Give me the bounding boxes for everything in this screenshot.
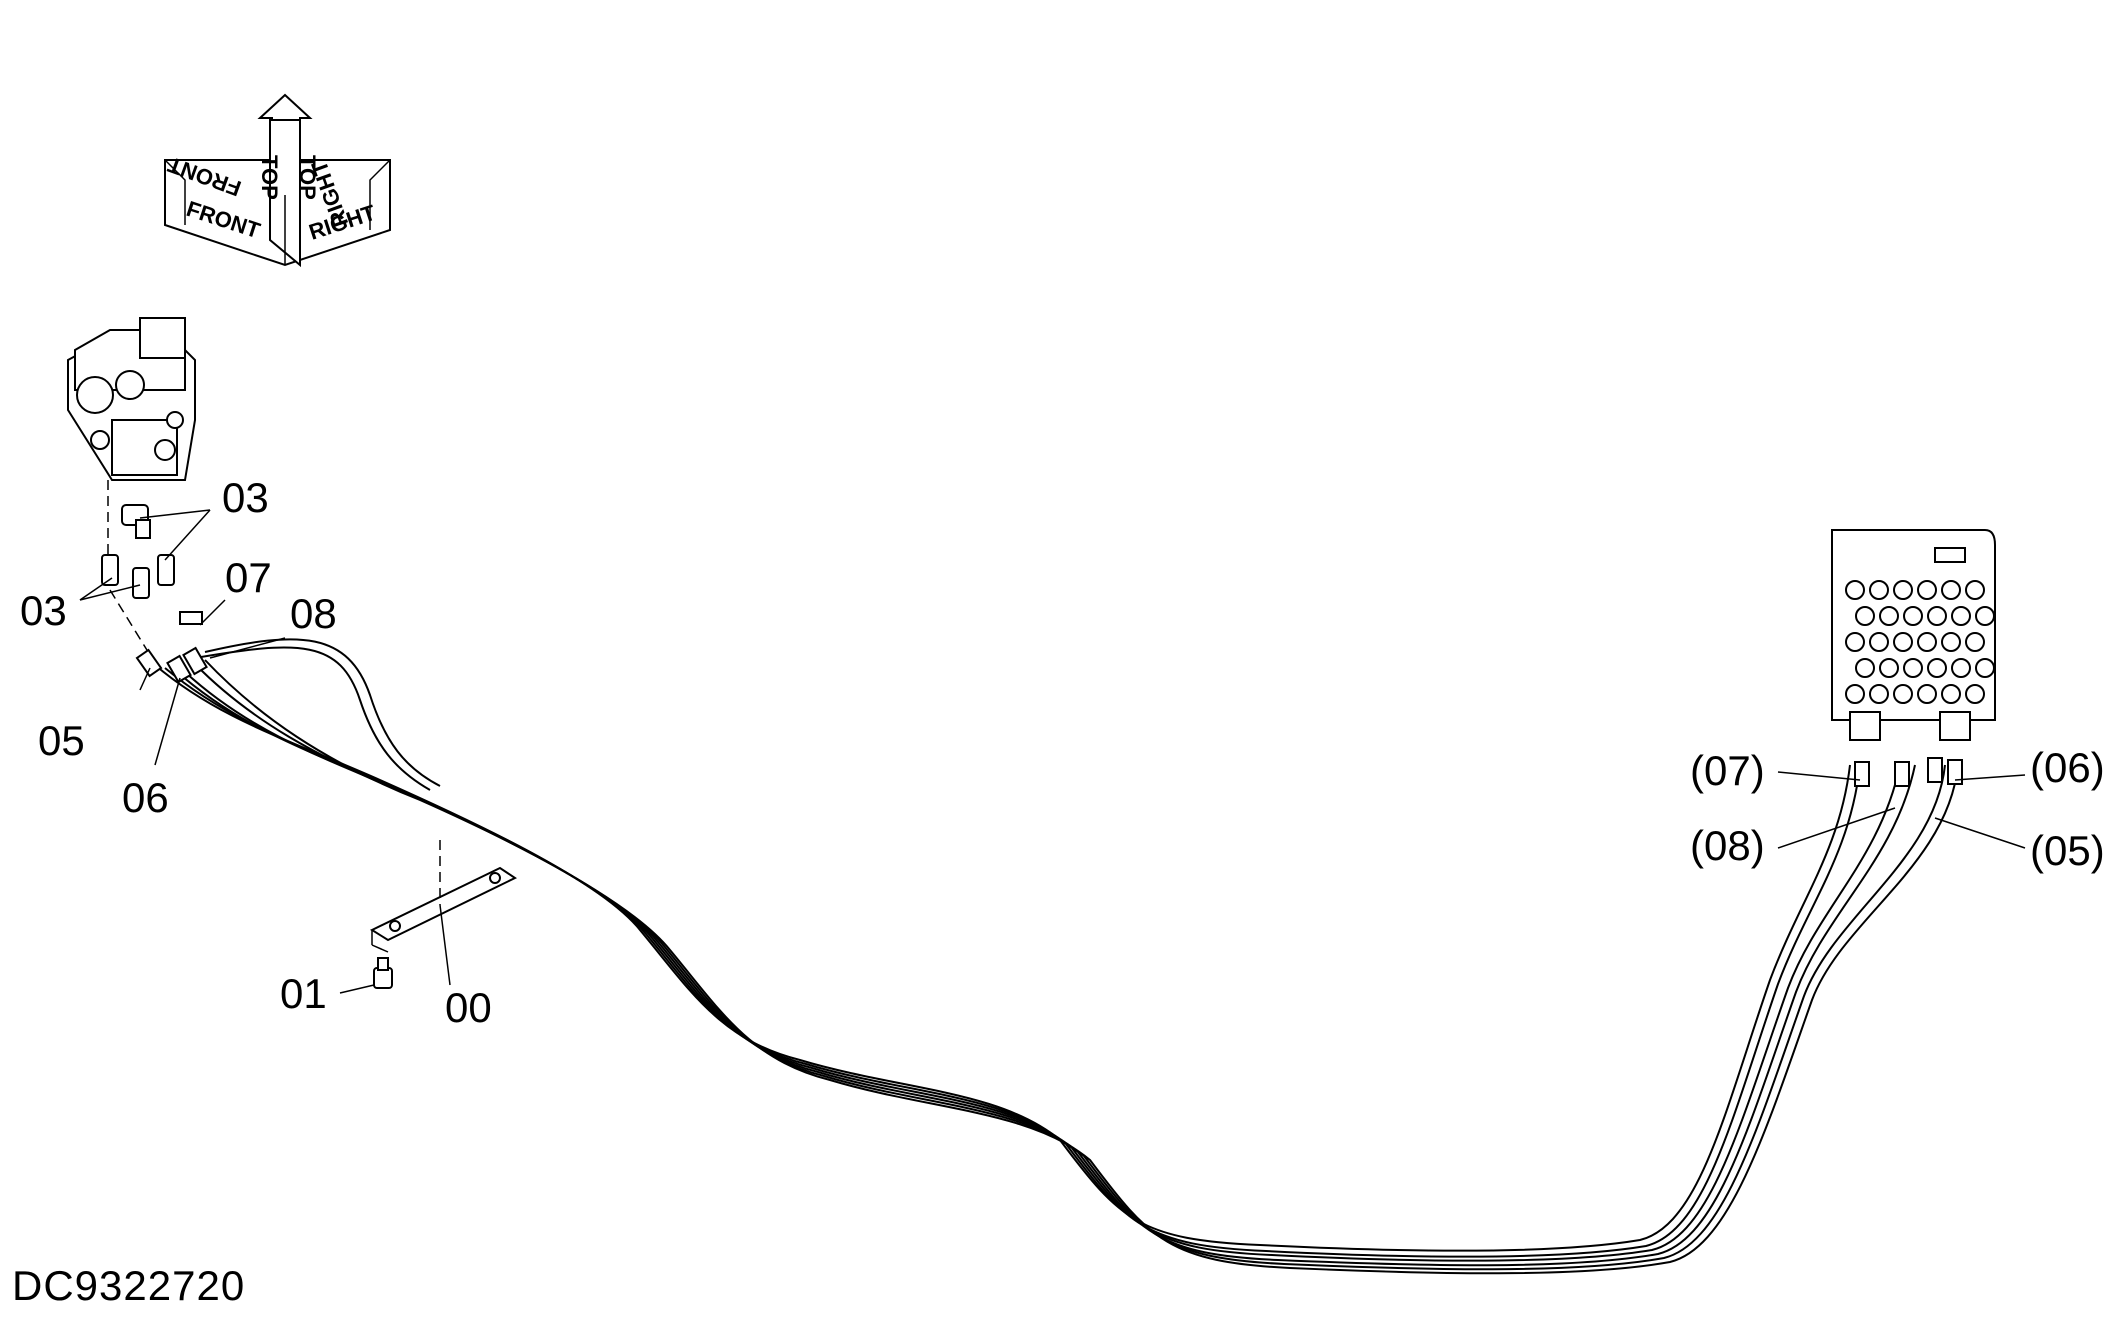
valve-port-icon xyxy=(1903,658,1923,678)
valve-port-icon xyxy=(1965,684,1985,704)
callouts: 03 03 07 08 05 06 01 00 (07) (08) (06) (… xyxy=(20,474,2105,1031)
callout-06: 06 xyxy=(122,774,169,821)
callout-08-ref: (08) xyxy=(1690,822,1765,869)
callout-08: 08 xyxy=(290,590,337,637)
valve-port-icon xyxy=(1917,684,1937,704)
valve-port-icon xyxy=(1903,606,1923,626)
valve-port-icon xyxy=(1941,632,1961,652)
valve-port-icon xyxy=(1965,580,1985,600)
callout-05-ref: (05) xyxy=(2030,827,2105,874)
hose-bundle xyxy=(135,611,1963,1275)
valve-block-right xyxy=(1830,529,1996,741)
drawing-id: DC9322720 xyxy=(12,1262,246,1309)
leader-lines xyxy=(79,509,2026,994)
valve-block-left xyxy=(67,317,196,481)
callout-03-left: 03 xyxy=(20,587,67,634)
valve-port-icon xyxy=(1879,606,1899,626)
valve-port-icon xyxy=(1941,684,1961,704)
top-label: TOP xyxy=(257,155,282,200)
valve-port-icon xyxy=(1855,658,1875,678)
orientation-arrows-icon: FRONT FRONT TOP TOP RIGHT RIGHT xyxy=(164,93,391,268)
valve-port-icon xyxy=(1893,580,1913,600)
valve-port-icon xyxy=(1879,658,1899,678)
callout-05: 05 xyxy=(38,717,85,764)
top-label-side: TOP xyxy=(295,155,320,200)
valve-port-icon xyxy=(1845,632,1865,652)
valve-port-icon xyxy=(1893,632,1913,652)
valve-port-icon xyxy=(1845,580,1865,600)
valve-port-icon xyxy=(1927,606,1947,626)
valve-port-icon xyxy=(1917,632,1937,652)
valve-port-icon xyxy=(1975,658,1995,678)
bracket-00 xyxy=(369,840,518,953)
valve-port-icon xyxy=(1927,658,1947,678)
valve-port-icon xyxy=(1893,684,1913,704)
valve-port-icon xyxy=(1975,606,1995,626)
bolt-01 xyxy=(373,957,393,989)
valve-port-icon xyxy=(1869,580,1889,600)
valve-port-icon xyxy=(1917,580,1937,600)
fittings-03 xyxy=(101,480,175,656)
callout-03-top: 03 xyxy=(222,474,269,521)
valve-port-icon xyxy=(1869,632,1889,652)
valve-port-icon xyxy=(1855,606,1875,626)
valve-port-icon xyxy=(1965,632,1985,652)
callout-01: 01 xyxy=(280,970,327,1017)
callout-06-ref: (06) xyxy=(2030,744,2105,791)
valve-port-icon xyxy=(1869,684,1889,704)
callout-07-ref: (07) xyxy=(1690,747,1765,794)
valve-port-icon xyxy=(1951,658,1971,678)
callout-07: 07 xyxy=(225,554,272,601)
valve-port-icon xyxy=(1941,580,1961,600)
callout-00: 00 xyxy=(445,984,492,1031)
valve-port-icon xyxy=(1951,606,1971,626)
valve-port-icon xyxy=(1845,684,1865,704)
